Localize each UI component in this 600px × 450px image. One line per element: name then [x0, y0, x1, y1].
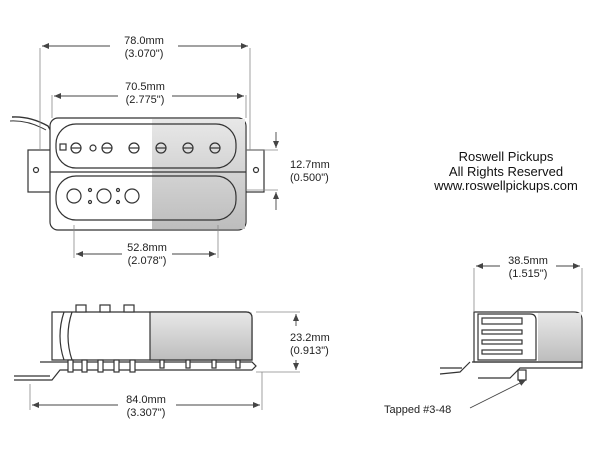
cover-length-inch: (2.775") [126, 94, 165, 106]
company-rights: All Rights Reserved [448, 163, 564, 179]
end-width-inch: (1.515") [509, 268, 548, 280]
top-pole-pieces [59, 142, 221, 154]
pole-spacing-inch: (2.078") [128, 255, 167, 267]
side-baseplate [14, 361, 257, 381]
mount-hole-left [32, 166, 40, 174]
pole-spacing-mm: 52.8mm [127, 242, 167, 254]
overall-length-mm: 78.0mm [124, 35, 164, 47]
company-website: www.roswellpickups.com [434, 178, 578, 193]
top-view [9, 116, 265, 231]
company-block: Roswell Pickups All Rights Reserved www.… [418, 149, 594, 194]
mount-hole-right [252, 166, 260, 174]
extension-lines-top [39, 48, 278, 258]
extension-lines-side [29, 311, 300, 410]
side-height-inch: (0.913") [290, 345, 329, 357]
side-height-mm: 23.2mm [290, 332, 330, 344]
overall-length-inch: (3.070") [125, 48, 164, 60]
dimension-lines-top [42, 43, 279, 257]
cover-shade [152, 119, 245, 229]
side-screw-heads [75, 304, 135, 313]
cover-length-mm: 70.5mm [125, 81, 165, 93]
lead-wire [11, 116, 57, 141]
dimension-lines-side [32, 314, 299, 408]
side-legs [67, 359, 241, 373]
tapped-leader [469, 379, 527, 409]
base-length-mm: 84.0mm [126, 394, 166, 406]
coil-top [55, 123, 237, 169]
bottom-pole-pieces [66, 187, 140, 205]
company-name: Roswell Pickups [458, 149, 554, 164]
cover-height-mm: 12.7mm [290, 159, 330, 171]
side-view [14, 304, 257, 381]
coil-bottom [55, 175, 237, 221]
base-length-inch: (3.307") [127, 407, 166, 419]
end-view [439, 311, 583, 381]
extension-lines-end [473, 268, 583, 312]
end-width-mm: 38.5mm [508, 255, 548, 267]
end-baseplate [472, 361, 583, 379]
cover-height-inch: (0.500") [290, 172, 329, 184]
tapped-callout: Tapped #3-48 [384, 404, 451, 416]
